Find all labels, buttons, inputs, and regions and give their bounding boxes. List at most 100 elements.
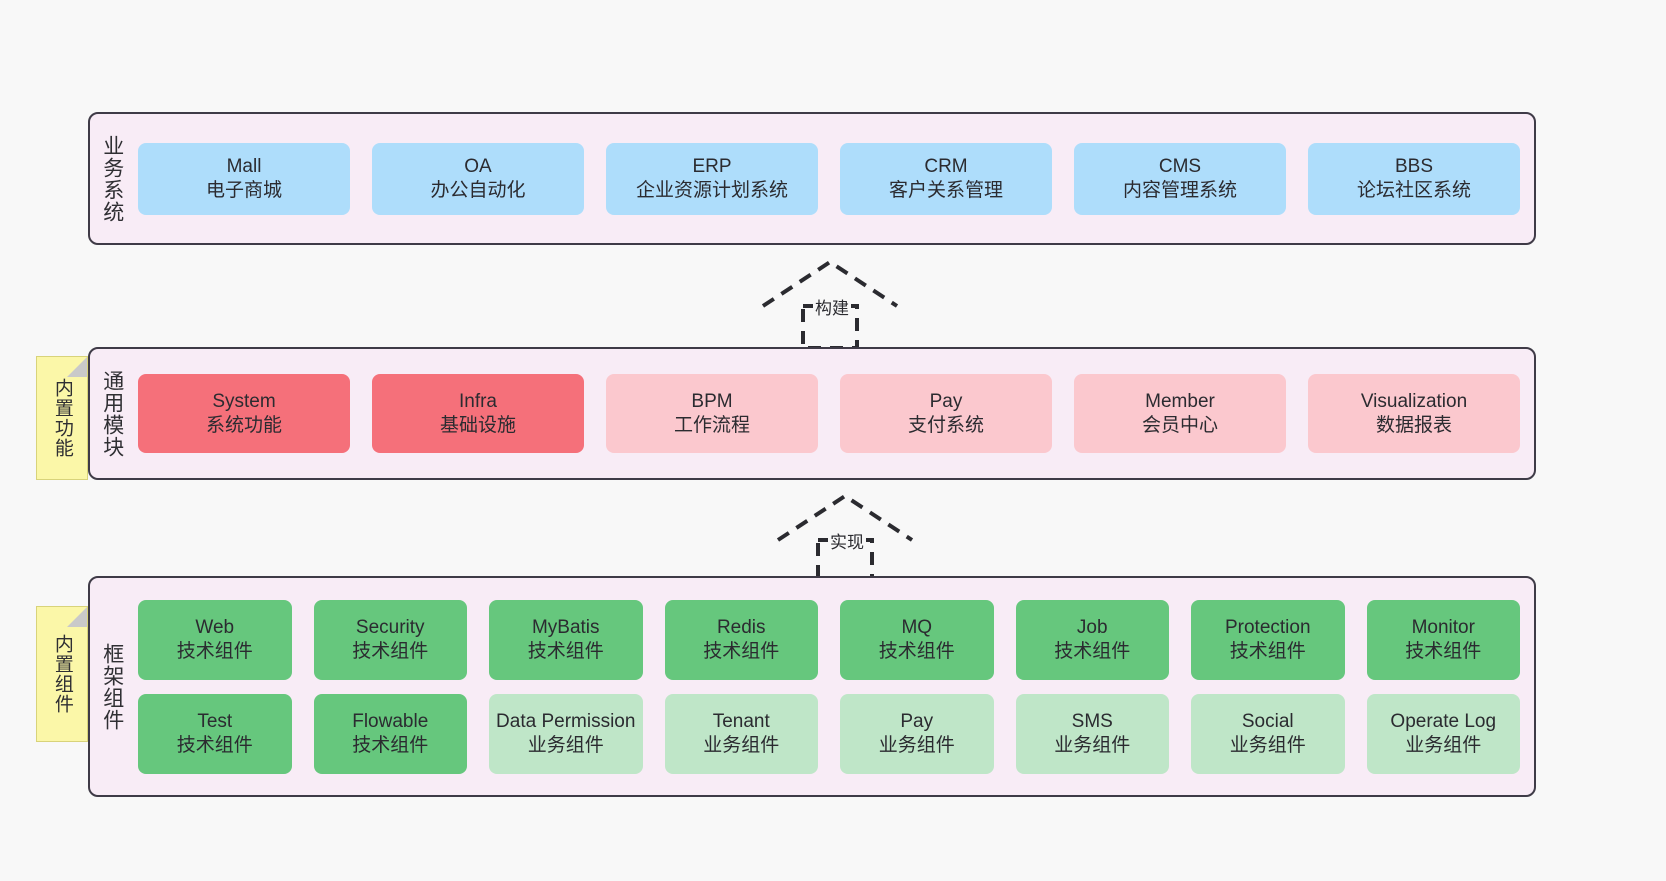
layer-label-common-module: 通用模块 <box>100 369 124 458</box>
node-flowable[interactable]: Flowable 技术组件 <box>313 693 467 774</box>
node-title: Test <box>197 710 233 732</box>
node-title: System <box>212 390 276 412</box>
node-title: SMS <box>1071 710 1113 732</box>
node-title: Tenant <box>712 710 770 732</box>
node-title: OA <box>464 155 492 177</box>
node-security[interactable]: Security 技术组件 <box>313 599 467 680</box>
node-bbs[interactable]: BBS 论坛社区系统 <box>1308 142 1520 215</box>
node-job[interactable]: Job 技术组件 <box>1015 599 1169 680</box>
node-mq[interactable]: MQ 技术组件 <box>840 599 994 680</box>
node-subtitle: 技术组件 <box>352 640 429 662</box>
node-subtitle: 工作流程 <box>673 414 750 436</box>
arrow-label-build: 构建 <box>813 294 851 319</box>
node-title: Member <box>1145 390 1215 412</box>
node-operate-log[interactable]: Operate Log 业务组件 <box>1366 693 1520 774</box>
layer-row: Test 技术组件 Flowable 技术组件 Data Permission … <box>138 693 1520 774</box>
note-label: 内置组件 <box>51 634 73 714</box>
node-sms[interactable]: SMS 业务组件 <box>1015 693 1169 774</box>
node-title: ERP <box>692 155 732 177</box>
node-title: Flowable <box>352 710 429 732</box>
layer-row: Mall 电子商城 OA 办公自动化 ERP 企业资源计划系统 CRM 客户关系… <box>138 142 1520 215</box>
node-subtitle: 基础设施 <box>439 414 516 436</box>
arrow-implement: 实现 <box>770 492 920 584</box>
node-title: CRM <box>924 155 968 177</box>
node-subtitle: 技术组件 <box>176 640 253 662</box>
node-cms[interactable]: CMS 内容管理系统 <box>1074 142 1286 215</box>
node-protection[interactable]: Protection 技术组件 <box>1191 599 1345 680</box>
arrow-label-implement: 实现 <box>828 528 866 553</box>
node-title: BPM <box>691 390 733 412</box>
node-data-permission[interactable]: Data Permission 业务组件 <box>489 693 643 774</box>
note-label: 内置功能 <box>51 378 73 458</box>
node-subtitle: 支付系统 <box>907 414 984 436</box>
node-title: Pay <box>929 390 963 412</box>
node-system[interactable]: System 系统功能 <box>138 374 350 453</box>
node-member[interactable]: Member 会员中心 <box>1074 374 1286 453</box>
node-title: Job <box>1076 616 1108 638</box>
layer-business-system: 业务系统 Mall 电子商城 OA 办公自动化 ERP 企业资源计划系统 CRM… <box>88 112 1536 245</box>
node-subtitle: 技术组件 <box>1405 640 1482 662</box>
layer-row: System 系统功能 Infra 基础设施 BPM 工作流程 Pay 支付系统… <box>138 374 1520 453</box>
node-bpm[interactable]: BPM 工作流程 <box>606 374 818 453</box>
node-title: Protection <box>1224 616 1311 638</box>
layer-body-framework-component: Web 技术组件 Security 技术组件 MyBatis 技术组件 Redi… <box>134 578 1534 795</box>
node-subtitle: 技术组件 <box>352 734 429 756</box>
node-subtitle: 业务组件 <box>1405 734 1482 756</box>
node-title: Operate Log <box>1390 710 1497 732</box>
node-title: Social <box>1241 710 1294 732</box>
node-pay-business[interactable]: Pay 业务组件 <box>840 693 994 774</box>
arrow-build: 构建 <box>755 258 905 350</box>
layer-body-business-system: Mall 电子商城 OA 办公自动化 ERP 企业资源计划系统 CRM 客户关系… <box>134 114 1534 243</box>
node-title: Data Permission <box>496 710 636 732</box>
note-builtin-component: 内置组件 <box>36 606 88 742</box>
node-title: Monitor <box>1411 616 1475 638</box>
node-infra[interactable]: Infra 基础设施 <box>372 374 584 453</box>
node-subtitle: 业务组件 <box>703 734 780 756</box>
node-title: MQ <box>901 616 933 638</box>
node-subtitle: 数据报表 <box>1375 414 1452 436</box>
node-test[interactable]: Test 技术组件 <box>138 693 292 774</box>
node-visualization[interactable]: Visualization 数据报表 <box>1308 374 1520 453</box>
node-title: Mall <box>226 155 262 177</box>
node-pay[interactable]: Pay 支付系统 <box>840 374 1052 453</box>
node-erp[interactable]: ERP 企业资源计划系统 <box>606 142 818 215</box>
node-title: Web <box>195 616 235 638</box>
node-mybatis[interactable]: MyBatis 技术组件 <box>489 599 643 680</box>
node-subtitle: 客户关系管理 <box>888 179 1003 201</box>
node-subtitle: 技术组件 <box>1054 640 1131 662</box>
node-subtitle: 技术组件 <box>527 640 604 662</box>
node-subtitle: 内容管理系统 <box>1122 179 1237 201</box>
node-subtitle: 业务组件 <box>527 734 604 756</box>
node-subtitle: 业务组件 <box>1054 734 1131 756</box>
node-monitor[interactable]: Monitor 技术组件 <box>1366 599 1520 680</box>
layer-label-business-system: 业务系统 <box>100 134 124 223</box>
layer-label-framework-component: 框架组件 <box>100 642 124 731</box>
note-builtin-function: 内置功能 <box>36 356 88 480</box>
node-title: CMS <box>1158 155 1202 177</box>
node-subtitle: 业务组件 <box>878 734 955 756</box>
node-mall[interactable]: Mall 电子商城 <box>138 142 350 215</box>
layer-row: Web 技术组件 Security 技术组件 MyBatis 技术组件 Redi… <box>138 599 1520 680</box>
layer-framework-component: 框架组件 Web 技术组件 Security 技术组件 MyBatis 技术组件… <box>88 576 1536 797</box>
node-subtitle: 技术组件 <box>878 640 955 662</box>
node-title: Visualization <box>1360 390 1468 412</box>
node-subtitle: 办公自动化 <box>430 179 526 201</box>
node-title: BBS <box>1394 155 1434 177</box>
node-crm[interactable]: CRM 客户关系管理 <box>840 142 1052 215</box>
node-web[interactable]: Web 技术组件 <box>138 599 292 680</box>
node-subtitle: 技术组件 <box>176 734 253 756</box>
node-redis[interactable]: Redis 技术组件 <box>664 599 818 680</box>
node-title: MyBatis <box>531 616 600 638</box>
node-subtitle: 电子商城 <box>205 179 282 201</box>
node-subtitle: 会员中心 <box>1141 414 1218 436</box>
node-social[interactable]: Social 业务组件 <box>1191 693 1345 774</box>
node-oa[interactable]: OA 办公自动化 <box>372 142 584 215</box>
node-title: Security <box>355 616 425 638</box>
node-title: Infra <box>458 390 498 412</box>
node-tenant[interactable]: Tenant 业务组件 <box>664 693 818 774</box>
layer-body-common-module: System 系统功能 Infra 基础设施 BPM 工作流程 Pay 支付系统… <box>134 349 1534 478</box>
node-title: Redis <box>716 616 766 638</box>
node-subtitle: 技术组件 <box>1229 640 1306 662</box>
layer-common-module: 通用模块 System 系统功能 Infra 基础设施 BPM 工作流程 Pay… <box>88 347 1536 480</box>
node-subtitle: 论坛社区系统 <box>1356 179 1471 201</box>
